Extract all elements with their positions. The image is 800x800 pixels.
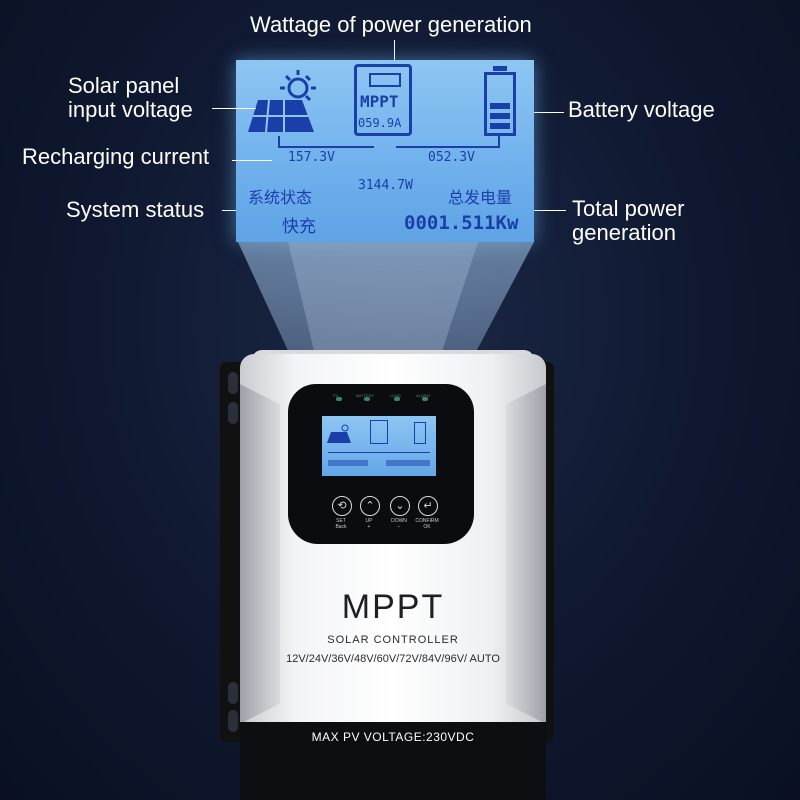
leader-wattage: [394, 40, 395, 68]
lcd-current: 059.9A: [358, 116, 402, 130]
up-button-label: UP: [365, 518, 373, 524]
mppt-controller-icon: [354, 64, 412, 136]
led-label-alarm: ALARM: [416, 393, 430, 398]
lcd-small-display: [322, 416, 436, 476]
down-button-sub: −: [397, 524, 401, 530]
leader-solar-input: [212, 108, 256, 109]
lcd-wattage: 3144.7W: [358, 178, 413, 193]
body-side-right: [506, 384, 546, 724]
solar-panel-icon: [248, 70, 316, 133]
callout-solar-input: Solar panel input voltage: [68, 73, 193, 122]
confirm-button-label: CONFIRM: [415, 518, 439, 524]
up-button[interactable]: ⌃: [360, 496, 380, 516]
product-subtitle: SOLAR CONTROLLER: [327, 634, 459, 646]
down-button-label: DOWN: [391, 518, 407, 524]
led-alarm: [422, 397, 428, 401]
set-button-label: SET: [336, 518, 346, 524]
confirm-button-sub: OK: [423, 524, 431, 530]
callout-recharging-current: Recharging current: [22, 144, 210, 169]
led-label-load: LOAD: [390, 393, 401, 398]
up-button-sub: +: [367, 524, 371, 530]
body-side-left: [240, 384, 280, 724]
brand-title: MPPT: [341, 588, 445, 626]
led-label-battery: BATTERY: [356, 393, 375, 398]
callout-system-status: System status: [66, 197, 205, 222]
led-load: [394, 397, 400, 401]
lcd-mppt-label: MPPT: [360, 92, 399, 111]
leader-recharging: [232, 160, 272, 161]
lcd-status-value: 快充: [282, 217, 316, 237]
lcd-total-label: 总发电量: [448, 188, 513, 207]
battery-icon: [414, 422, 426, 444]
callout-total-power: Total power generation: [572, 196, 685, 245]
max-pv-voltage: MAX PV VOLTAGE:230VDC: [311, 730, 475, 744]
set-button[interactable]: ⟲: [332, 496, 352, 516]
voltage-range: 12V/24V/36V/48V/60V/72V/84V/96V/ AUTO: [286, 653, 500, 665]
lcd-pv-voltage: 157.3V: [288, 150, 335, 165]
leader-battery: [508, 112, 564, 113]
lcd-total-value: 0001.511Kw: [404, 212, 519, 234]
led-battery: [364, 397, 370, 401]
callout-battery-voltage: Battery voltage: [568, 97, 715, 122]
battery-icon: [484, 66, 516, 136]
leader-total-power: [520, 210, 566, 211]
lcd-zoom-display: MPPT 059.9A 157.3V 052.3V 3144.7W 系统状态 总…: [236, 60, 534, 242]
device-base: [240, 722, 546, 800]
solar-panel-icon: [327, 424, 351, 443]
lcd-system-status-label: 系统状态: [248, 188, 313, 207]
confirm-button[interactable]: ↵: [418, 496, 438, 516]
down-button[interactable]: ⌄: [390, 496, 410, 516]
set-button-sub: Back: [335, 524, 347, 530]
lcd-battery-voltage: 052.3V: [428, 150, 475, 165]
mppt-controller-icon: [370, 420, 388, 444]
led-label-pv: PV: [333, 393, 339, 398]
led-pv: [336, 397, 342, 401]
callout-wattage: Wattage of power generation: [250, 12, 532, 37]
